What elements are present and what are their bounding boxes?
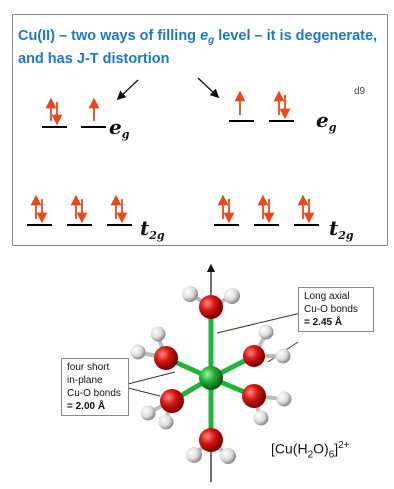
hydrogen-atom [258, 324, 274, 340]
eg-level-left-1 [42, 126, 67, 128]
oxygen-atom [243, 345, 265, 367]
hydrogen-atom [224, 288, 240, 304]
eg-level-right-2 [269, 120, 294, 122]
oxygen-atoms [154, 295, 266, 452]
pointer-arrow-left [116, 79, 139, 101]
t2g-level-right-3 [294, 224, 319, 226]
eg-label-left: eg [109, 115, 130, 141]
title-text-1: Cu(II) – two ways of filling [18, 28, 201, 44]
slide-title: Cu(II) – two ways of filling eg level – … [18, 27, 378, 69]
hydrogen-atom [140, 405, 156, 421]
hydrogen-atom [186, 447, 202, 463]
oxygen-atom [242, 384, 266, 408]
hydrogen-atom [130, 344, 146, 360]
d9-label: d9 [354, 86, 366, 97]
axial-bond-callout: Long axial Cu-O bonds = 2.45 Å [298, 287, 374, 332]
t2g-level-left-2 [67, 224, 92, 226]
oxygen-atom-axial-top [199, 295, 223, 319]
axial-leader-line [216, 311, 306, 334]
hydrogen-atom [158, 414, 174, 430]
oxygen-atom [160, 389, 184, 413]
hydrogen-atom [276, 391, 292, 407]
eg-level-left-2 [81, 126, 106, 128]
orbital-diagram-panel [12, 14, 388, 246]
copper-atom [199, 366, 223, 390]
oxygen-atom-axial-bottom [199, 428, 223, 452]
t2g-label-left: t2g [140, 216, 165, 242]
title-text-2: level – it is degenerate, and has J-T di… [18, 28, 378, 67]
complex-formula: [Cu(H2O)6]2+ [271, 440, 350, 461]
inplane-leader-line [119, 371, 176, 387]
title-eg-g: g [208, 35, 215, 46]
t2g-level-right-2 [254, 224, 279, 226]
title-eg-e: e [200, 28, 209, 44]
inplane-bond-callout: four short in-plane Cu-O bonds = 2.00 Å [61, 358, 129, 416]
t2g-level-left-3 [107, 224, 132, 226]
hydrogen-atom [220, 448, 236, 464]
t2g-level-left-1 [27, 224, 52, 226]
pointer-arrow-right [197, 77, 220, 99]
electron-spin-arrows [30, 90, 315, 224]
t2g-level-right-1 [214, 224, 239, 226]
oxygen-atom [154, 346, 178, 370]
eg-label-right: eg [316, 108, 337, 134]
hydrogen-atom [150, 326, 166, 342]
eg-level-right-1 [229, 120, 254, 122]
hydrogen-atom [275, 348, 291, 364]
t2g-label-right: t2g [329, 216, 354, 242]
hydrogen-atoms [130, 286, 292, 464]
hydrogen-atom [253, 410, 269, 426]
hydrogen-atom [182, 286, 198, 302]
